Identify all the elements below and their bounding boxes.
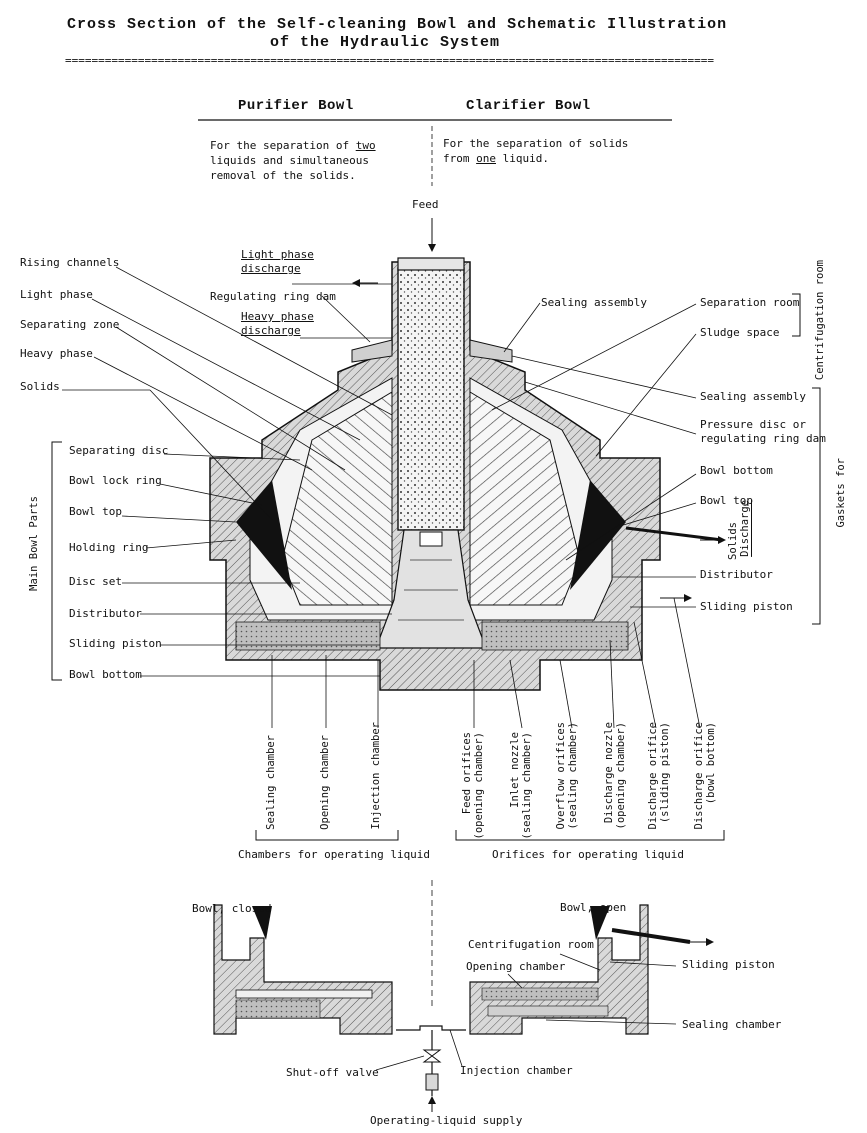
centrifugation-room-group-label: Centrifugation room [814, 260, 826, 381]
solids-label: Solids [20, 380, 60, 393]
discharge-orifice-piston-label-1: Discharge orifice [647, 722, 659, 830]
solids-discharge-label-2: Discharge [739, 500, 751, 557]
disc-set-label: Disc set [69, 575, 122, 588]
sludge-space-label: Sludge space [700, 326, 780, 339]
rising-channels-label: Rising channels [20, 256, 120, 269]
sliding-piston-hydraulic-label: Sliding piston [682, 958, 775, 971]
clarifier-description: For the separation of solids from one li… [443, 137, 629, 165]
clarifier-bowl-heading: Clarifier Bowl [466, 98, 591, 114]
main-bowl-parts-group-label: Main Bowl Parts [28, 496, 40, 591]
orifices-for-operating-liquid-label: Orifices for operating liquid [492, 848, 685, 861]
feed-label: Feed [412, 198, 439, 211]
page-title-line-1: Cross Section of the Self-cleaning Bowl … [67, 16, 728, 33]
bowl-open-label: Bowl, open [560, 901, 627, 914]
solids-discharge-label-1: Solids [727, 522, 739, 560]
overflow-orifices-label-1: Overflow orifices [555, 722, 567, 830]
opening-chamber-label: Opening chamber [319, 735, 331, 830]
heavy-phase-label: Heavy phase [20, 347, 93, 360]
sealing-assembly-top-label: Sealing assembly [541, 296, 647, 309]
separating-zone-label: Separating zone [20, 318, 120, 331]
sealing-chamber-label: Sealing chamber [265, 735, 277, 830]
bowl-lock-ring-label: Bowl lock ring [69, 474, 162, 487]
shutoff-valve-label: Shut-off valve [286, 1066, 379, 1079]
light-phase-discharge-label-1: Light phase [241, 248, 314, 261]
separating-disc-label: Separating disc [69, 444, 169, 457]
purifier-bowl-heading: Purifier Bowl [238, 98, 354, 114]
injection-chamber-hydraulic-label: Injection chamber [460, 1064, 573, 1077]
chambers-for-operating-liquid-label: Chambers for operating liquid [238, 848, 431, 861]
discharge-nozzle-label-1: Discharge nozzle [603, 722, 615, 824]
regulating-ring-dam-label: Regulating ring dam [210, 290, 336, 303]
gasket-sealing-assembly-label: Sealing assembly [700, 390, 806, 403]
feed-orifices-label-1: Feed orifices [461, 732, 473, 815]
injection-chamber-label: Injection chamber [370, 722, 382, 830]
discharge-nozzle-label-2: (opening chamber) [615, 722, 627, 830]
gasket-pressure-disc-label-1: Pressure disc or [700, 418, 806, 431]
discharge-orifice-bottom-label-2: (bowl bottom) [705, 722, 717, 805]
bowl-top-label: Bowl top [69, 505, 122, 518]
separation-room-label: Separation room [700, 296, 800, 309]
light-phase-label: Light phase [20, 288, 93, 301]
holding-ring-label: Holding ring [69, 541, 149, 554]
page-title-line-2: of the Hydraulic System [270, 34, 501, 51]
inlet-nozzle-label-1: Inlet nozzle [509, 732, 521, 808]
feed-orifices-label-2: (opening chamber) [473, 732, 485, 840]
overflow-orifices-label-2: (sealing chamber) [567, 722, 579, 830]
distributor-label: Distributor [69, 607, 142, 620]
gasket-bowl-top-label: Bowl top [700, 494, 753, 507]
sealing-chamber-hydraulic-label: Sealing chamber [682, 1018, 782, 1031]
gasket-distributor-label: Distributor [700, 568, 773, 581]
operating-liquid-supply-label: Operating-liquid supply [370, 1114, 523, 1127]
sliding-piston-label: Sliding piston [69, 637, 162, 650]
gaskets-for-group-label: Gaskets for [835, 458, 847, 528]
purifier-description: For the separation of two liquids and si… [210, 139, 376, 182]
discharge-orifice-bottom-label-1: Discharge orifice [693, 722, 705, 830]
heavy-phase-discharge-label-1: Heavy phase [241, 310, 314, 323]
gasket-bowl-bottom-label: Bowl bottom [700, 464, 773, 477]
heavy-phase-discharge-label-2: discharge [241, 324, 301, 337]
centrifugation-room-label: Centrifugation room [468, 938, 594, 951]
inlet-nozzle-label-2: (sealing chamber) [521, 732, 533, 840]
bowl-closed-label: Bowl, closed [192, 902, 272, 915]
opening-chamber-hydraulic-label: Opening chamber [466, 960, 566, 973]
title-double-rule: ========================================… [65, 54, 715, 67]
bowl-bottom-label: Bowl bottom [69, 668, 142, 681]
gasket-sliding-piston-label: Sliding piston [700, 600, 793, 613]
light-phase-discharge-label-2: discharge [241, 262, 301, 275]
discharge-orifice-piston-label-2: (sliding piston) [659, 722, 671, 824]
gasket-pressure-disc-label-2: regulating ring dam [700, 432, 826, 445]
